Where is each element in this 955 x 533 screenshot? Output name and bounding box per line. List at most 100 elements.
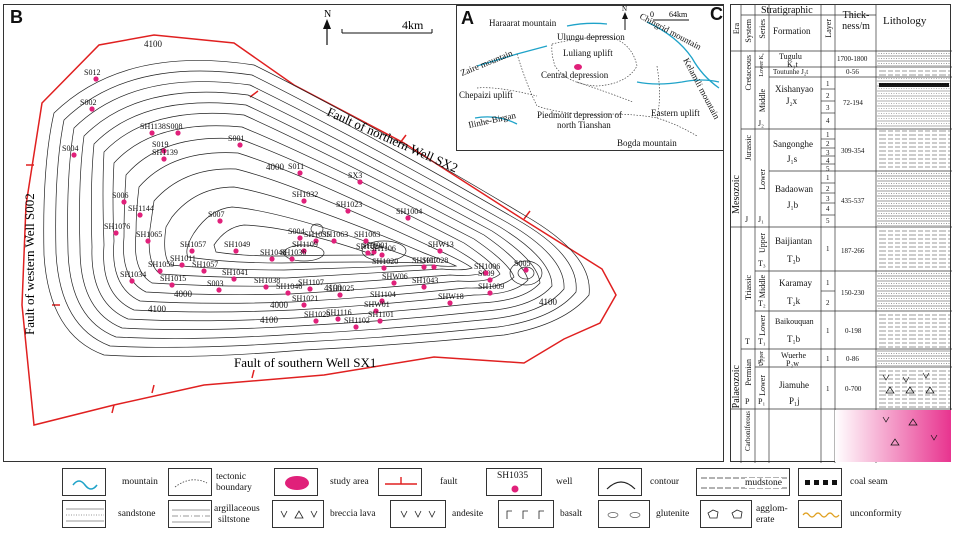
thickness-badaowan: 435-537: [841, 197, 865, 205]
well-marker: [487, 290, 493, 296]
well-marker: [331, 238, 337, 244]
thickness-toutunhe: 0-56: [846, 68, 859, 76]
series-code-j2: J₂: [758, 119, 764, 128]
contour-label: 4000: [270, 300, 289, 310]
system-code-t: T: [745, 337, 750, 346]
thickness-baijiantan: 187-266: [841, 247, 865, 255]
layer-num: 1: [826, 385, 830, 393]
well-marker: [371, 249, 377, 255]
well-marker: [313, 318, 319, 324]
thickness-baikouquan: 0-198: [845, 327, 862, 335]
well-marker: [365, 250, 371, 256]
panel-c-label: C: [710, 4, 723, 24]
well-marker: [379, 298, 385, 304]
well-marker: [129, 278, 135, 284]
formation-jiamuhe: Jiamuhe: [779, 380, 809, 390]
well-label: SH1029: [304, 310, 330, 319]
label-eastern: Eastern uplift: [651, 108, 700, 118]
well-label: SH1041: [222, 268, 248, 277]
header-system: System: [744, 19, 753, 43]
well-label: SH1107: [298, 278, 324, 287]
series-code-t1: T₁: [758, 337, 766, 346]
legend-andesite-swatch: [390, 500, 446, 528]
well-label: SH1106: [370, 244, 396, 253]
well-label: SH1057: [180, 240, 206, 249]
well-marker: [301, 248, 307, 254]
scale-bar: 4km: [341, 18, 433, 34]
contour-label: 4100: [324, 283, 343, 293]
formation-toutunhe: Toutunhe J₂t: [773, 68, 809, 76]
well-marker: [335, 316, 341, 322]
system-permian: Permian: [744, 359, 753, 386]
label-ulungu: Ulungu depression: [557, 32, 625, 42]
legend-well: well: [556, 477, 573, 487]
header-lithology: Lithology: [883, 15, 927, 27]
well-marker: [161, 156, 167, 162]
system-code-p: P: [745, 397, 750, 406]
well-label: SHW13: [428, 240, 454, 249]
well-label: SH1139: [152, 148, 178, 157]
well-label: SH1116: [326, 308, 352, 317]
system-carboniferous: Carboniferous: [744, 411, 752, 452]
series-upper-t: Upper: [758, 233, 767, 253]
contour-map: 4100 4000 4000 4100 4100 4100 4000 4100 …: [21, 9, 617, 426]
well-label: SH1024: [356, 242, 382, 251]
well-label: SH1043: [412, 276, 438, 285]
well-label: S011: [288, 162, 304, 171]
well-marker: [437, 248, 443, 254]
series-lower-j: Lower: [758, 169, 767, 190]
legend-study-area: study area: [330, 477, 369, 487]
well-marker: [175, 130, 181, 136]
header-formation: Formation: [773, 26, 811, 36]
well-label: SH1009: [478, 282, 504, 291]
era-mesozoic: Mesozoic: [731, 175, 742, 214]
well-label: SHW01: [364, 300, 390, 309]
well-label: SH1011: [170, 254, 196, 263]
well-label: S006: [112, 191, 128, 200]
formation-sangonghe: Sangonghe: [773, 139, 813, 149]
legend-unconformity-swatch: [798, 500, 842, 528]
legend-fault: fault: [440, 477, 458, 487]
legend-fault-swatch: [378, 468, 422, 496]
formation-sangonghe-code: J₁s: [787, 154, 798, 164]
fault-lines: [21, 34, 617, 426]
formation-karamay: Karamay: [779, 278, 812, 288]
label-luliang: Luliang uplift: [563, 48, 613, 58]
header-layer: Layer: [824, 19, 833, 38]
header-stratigraphic: Stratigraphic: [761, 5, 813, 16]
contour-label: 4100: [260, 315, 279, 325]
legend-study-area-swatch: [274, 468, 318, 496]
well-marker: [216, 287, 222, 293]
legend-tectonic-swatch: [168, 468, 212, 496]
legend-andesite: andesite: [452, 509, 484, 519]
well-marker: [313, 238, 319, 244]
well-marker: [237, 142, 243, 148]
legend-sandstone: sandstone: [118, 509, 156, 519]
well-marker: [149, 130, 155, 136]
legend-coal-seam: coal seam: [850, 477, 888, 487]
well-marker: [345, 208, 351, 214]
formation-jiamuhe-code: P₁j: [789, 396, 800, 406]
formation-baijiantan-code: T₃b: [787, 254, 801, 264]
layer-num: 1: [826, 355, 830, 363]
legend-basalt: basalt: [560, 509, 583, 519]
well-label: SH1021: [292, 294, 318, 303]
well-marker: [483, 270, 489, 276]
legend-breccia-lava: breccia lava: [330, 509, 376, 519]
well-label: SH1046: [276, 282, 302, 291]
well-marker: [523, 267, 529, 273]
well-label: SH1065: [136, 230, 162, 239]
series-code-t2: T₂: [758, 299, 766, 308]
well-label: SH1144: [128, 204, 154, 213]
header-thickness: Thick-ness/m: [842, 10, 870, 32]
legend-agglomerate-2: erate: [756, 515, 775, 525]
map-a-panel: A Haraarat mountain Ulungu: [456, 5, 723, 151]
legend-contour: contour: [650, 477, 680, 487]
legend-argillaceous-swatch: [168, 500, 212, 528]
well-marker: [377, 318, 383, 324]
contour-label: 4100: [539, 297, 558, 307]
series-middle-t: Middle: [758, 275, 767, 299]
contour-lines: [43, 60, 590, 358]
legend-agglomerate-1: agglom-: [756, 504, 788, 514]
well-label: SH1101: [368, 310, 394, 319]
